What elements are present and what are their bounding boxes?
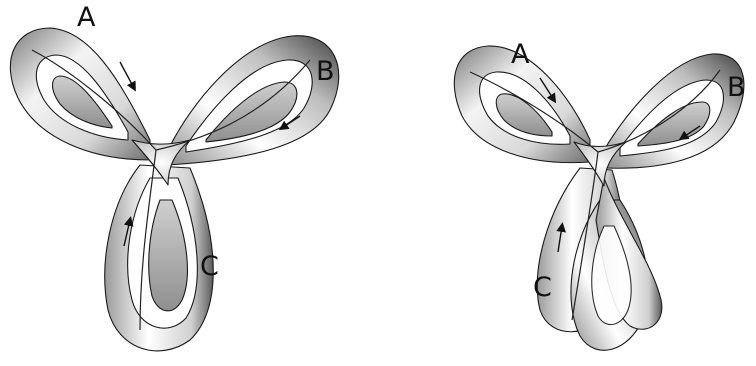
right-panel: A B C xyxy=(454,39,745,350)
left-label-b: B xyxy=(316,56,335,87)
left-lobe-b xyxy=(168,36,339,165)
right-label-c: C xyxy=(533,272,552,303)
right-label-b: B xyxy=(727,72,746,103)
right-label-a: A xyxy=(511,39,530,70)
left-lobe-c xyxy=(105,165,213,351)
right-lobe-b xyxy=(604,54,744,168)
left-arrow-a xyxy=(120,62,134,88)
left-label-c: C xyxy=(200,251,219,282)
left-panel: A B C xyxy=(10,2,338,351)
right-lobe-c xyxy=(537,168,662,350)
left-lobe-a xyxy=(10,28,150,160)
left-label-a: A xyxy=(77,2,96,33)
